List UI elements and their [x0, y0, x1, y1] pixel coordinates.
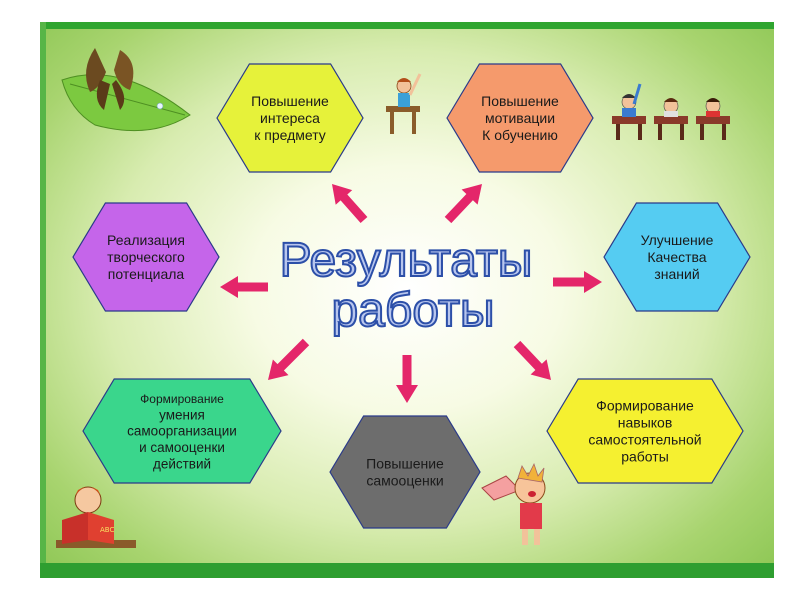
arrow — [332, 184, 368, 223]
arrow — [268, 338, 310, 380]
hexagon-text-line: Повышение — [366, 455, 444, 471]
arrow — [444, 184, 482, 224]
left-stripe — [40, 22, 46, 578]
arrow — [220, 276, 268, 298]
hexagon-shape — [546, 378, 744, 484]
hexagon-text-line: умения — [159, 407, 205, 422]
center-title: Результаты работы — [279, 233, 534, 338]
hexagon-text-line: работы — [621, 449, 669, 465]
hexagon-shape — [82, 378, 282, 484]
hexagon-text-line: к предмету — [254, 127, 326, 143]
title-line-2: работы — [331, 284, 494, 337]
top-stripe — [40, 22, 774, 29]
butterfly-icon — [61, 48, 191, 132]
hexagon-text-line: интереса — [260, 110, 320, 126]
classroom-icon — [612, 83, 730, 140]
svg-text:ABC: ABC — [100, 526, 114, 534]
title-line-1: Результаты — [280, 234, 533, 287]
arrow — [396, 355, 418, 403]
hexagon-text-line: Реализация — [107, 232, 185, 248]
hexagon-text-line: мотивации — [485, 110, 555, 126]
reading-boy-icon: ABC — [56, 486, 136, 548]
hexagon-text-line: Формирование — [140, 392, 224, 406]
hexagon-text-line: и самооценки — [139, 440, 225, 455]
hexagon-text-line: самоорганизации — [127, 424, 237, 439]
student-at-desk-icon — [386, 73, 422, 134]
hexagon-text-line: Улучшение — [641, 232, 714, 248]
singing-child-icon — [481, 462, 546, 545]
hexagon-text-line: Качества — [647, 249, 706, 265]
hexagon-shape — [603, 202, 751, 312]
arrow — [553, 271, 602, 293]
hexagon-text-line: Повышение — [481, 93, 559, 109]
hexagon-text-line: творческого — [107, 249, 185, 265]
arrow — [513, 340, 551, 380]
hexagon-text-line: действий — [153, 457, 211, 472]
hexagon-shape — [216, 63, 364, 173]
hexagon-text-line: Формирование — [596, 397, 694, 413]
hexagon-text-line: навыков — [618, 414, 673, 430]
hexagon-text-line: самооценки — [366, 472, 443, 488]
hexagon-shape — [329, 415, 481, 529]
hexagon-text-line: самостоятельной — [588, 431, 701, 447]
hexagon-text-line: знаний — [654, 266, 699, 282]
bottom-stripe — [40, 563, 774, 578]
hexagon-shape — [446, 63, 594, 173]
hexagon-text-line: Повышение — [251, 93, 329, 109]
hexagon-shape — [72, 202, 220, 312]
arrows-group — [220, 184, 602, 403]
hexagon-text-line: потенциала — [108, 266, 185, 282]
hexagon-text-line: К обучению — [482, 127, 558, 143]
